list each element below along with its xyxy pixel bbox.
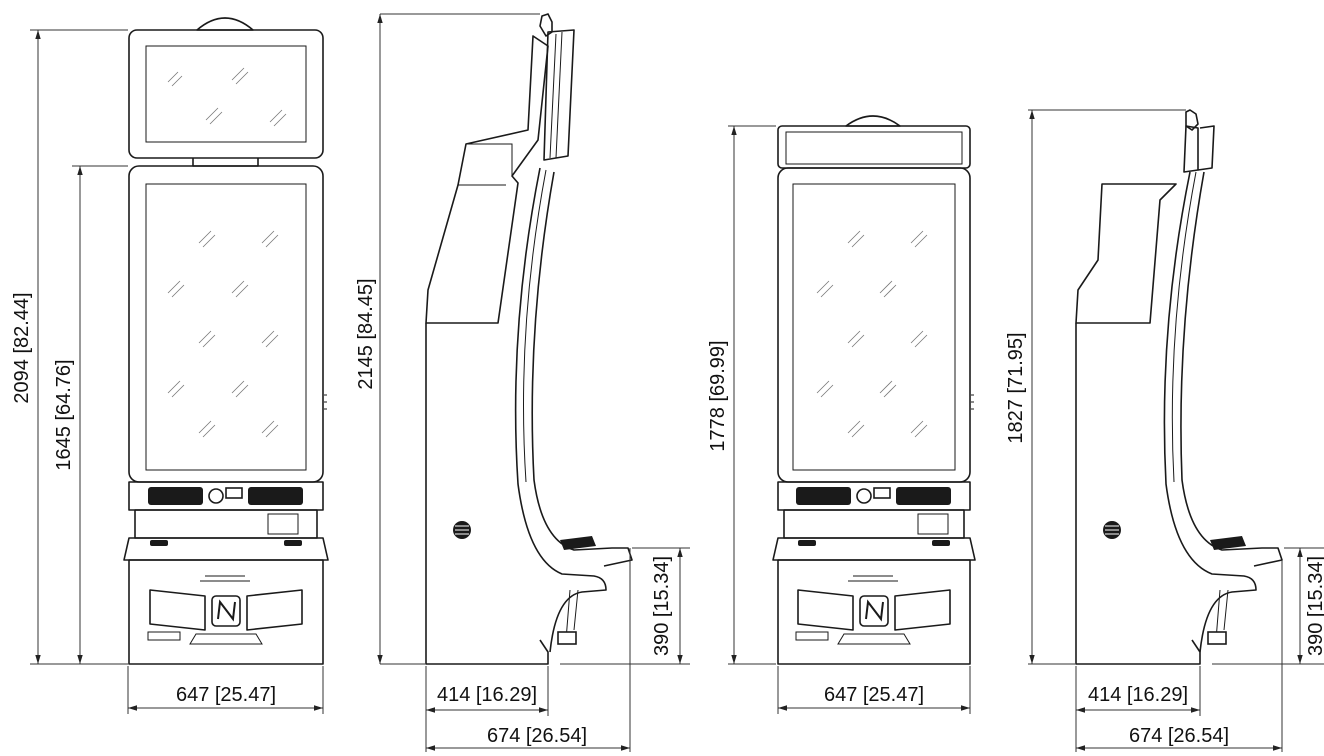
lower-right-panel bbox=[246, 589, 303, 631]
left-speaker-grille-short bbox=[796, 487, 851, 505]
lower-slot bbox=[147, 631, 181, 641]
camera-icon-short bbox=[856, 488, 872, 504]
view-b-total-height-label: 2145 [84.45] bbox=[355, 278, 377, 389]
lower-cabinet-short bbox=[777, 559, 971, 665]
side-body-upper bbox=[425, 35, 549, 324]
lower-base-ledge-short bbox=[837, 633, 911, 645]
topper-neck bbox=[192, 158, 259, 167]
bill-acceptor bbox=[267, 513, 299, 535]
view-c-total-height-label: 1778 [69.99] bbox=[707, 340, 729, 451]
side-topper-lines bbox=[549, 31, 563, 159]
topper-frame bbox=[128, 29, 324, 159]
header-inner bbox=[785, 131, 963, 165]
side-screen-curve-inner bbox=[531, 171, 633, 567]
topper-screen bbox=[145, 45, 307, 143]
view-a-main-height-label: 1645 [64.76] bbox=[53, 359, 75, 470]
side-deck-buttons-short bbox=[1210, 536, 1246, 550]
side-header-panel-short bbox=[1197, 125, 1215, 171]
side-screen-curve-outer-short bbox=[1163, 171, 1257, 653]
topper-glass-hatch bbox=[167, 67, 287, 127]
side-screen-curve-outer bbox=[514, 167, 607, 653]
deck-button-left-short bbox=[798, 540, 816, 546]
main-display-screen-short bbox=[792, 183, 956, 471]
N-logo-icon bbox=[217, 599, 236, 622]
logo-badge-short bbox=[859, 595, 889, 627]
front-view-with-topper bbox=[123, 17, 329, 665]
main-display-glass-hatch bbox=[167, 230, 279, 438]
side-screen-mid-short bbox=[1171, 171, 1197, 483]
front-view-short bbox=[772, 115, 976, 665]
lower-vent-lines-short bbox=[848, 575, 898, 582]
side-screen-mid bbox=[523, 169, 547, 483]
side-header-short bbox=[1183, 125, 1199, 173]
side-foot-pedal bbox=[557, 631, 577, 645]
side-body-upper-short bbox=[1075, 183, 1177, 324]
side-view-short bbox=[1075, 109, 1283, 665]
lower-left-panel-short bbox=[797, 589, 854, 631]
side-marks-short bbox=[971, 394, 974, 410]
view-d-deck-height-label: 390 [15.34] bbox=[1305, 556, 1324, 656]
side-screen-curve-inner-short bbox=[1180, 171, 1283, 567]
left-speaker-grille bbox=[148, 487, 203, 505]
N-logo-icon bbox=[865, 599, 884, 622]
main-display-frame bbox=[128, 165, 324, 483]
camera-icon bbox=[208, 488, 224, 504]
deck-button-left bbox=[150, 540, 168, 546]
view-b-deck-height-label: 390 [15.34] bbox=[651, 556, 673, 656]
view-c-dimensions: 1778 [69.99] 647 [25.47] bbox=[707, 125, 971, 714]
dome-light-short bbox=[845, 115, 901, 127]
side-dome bbox=[539, 13, 553, 37]
view-b-total-depth-label: 674 [26.54] bbox=[487, 725, 587, 747]
side-body-lower-short bbox=[1075, 323, 1201, 665]
view-d-total-depth-label: 674 [26.54] bbox=[1129, 725, 1229, 747]
lower-slot-short bbox=[795, 631, 829, 641]
side-marks bbox=[324, 394, 327, 410]
view-a-total-height-label: 2094 [82.44] bbox=[11, 292, 33, 403]
side-view-with-topper bbox=[425, 13, 633, 665]
button-deck bbox=[123, 537, 329, 561]
right-speaker-grille-short bbox=[896, 487, 951, 505]
main-display-glass-hatch-short bbox=[816, 230, 928, 438]
view-d-dimensions: 1827 [71.95] 414 [16.29] 674 [26.54] 390… bbox=[1005, 109, 1324, 752]
view-d-body-depth-label: 414 [16.29] bbox=[1088, 684, 1188, 706]
view-b-body-depth-label: 414 [16.29] bbox=[437, 684, 537, 706]
view-a-dimensions: 2094 [82.44] 1645 [64.76] 647 [25.47] bbox=[11, 29, 324, 714]
lower-cabinet bbox=[128, 559, 324, 665]
button-deck-short bbox=[772, 537, 976, 561]
deck-button-right bbox=[284, 540, 302, 546]
lower-base-ledge bbox=[189, 633, 263, 645]
side-body-lower bbox=[425, 323, 549, 665]
side-topper-panel bbox=[543, 29, 575, 161]
view-c-width-label: 647 [25.47] bbox=[824, 684, 924, 706]
main-display-screen bbox=[145, 183, 307, 471]
card-reader-icon bbox=[225, 487, 243, 499]
bill-acceptor-short bbox=[917, 513, 949, 535]
lower-right-panel-short bbox=[894, 589, 951, 631]
view-a-width-label: 647 [25.47] bbox=[176, 684, 276, 706]
side-foot-pedal-short bbox=[1207, 631, 1227, 645]
lower-left-panel bbox=[149, 589, 206, 631]
side-topper-mount bbox=[466, 143, 513, 176]
main-display-frame-short bbox=[777, 167, 971, 483]
deck-button-right-short bbox=[932, 540, 950, 546]
card-reader-icon-short bbox=[873, 487, 891, 499]
right-speaker-grille bbox=[248, 487, 303, 505]
side-deck-buttons bbox=[560, 536, 596, 550]
lower-vent-lines bbox=[200, 575, 250, 582]
logo-badge bbox=[211, 595, 241, 627]
view-d-total-height-label: 1827 [71.95] bbox=[1005, 332, 1027, 443]
dome-light bbox=[196, 17, 254, 31]
view-b-dimensions: 2145 [84.45] 414 [16.29] 674 [26.54] 390… bbox=[355, 13, 690, 752]
